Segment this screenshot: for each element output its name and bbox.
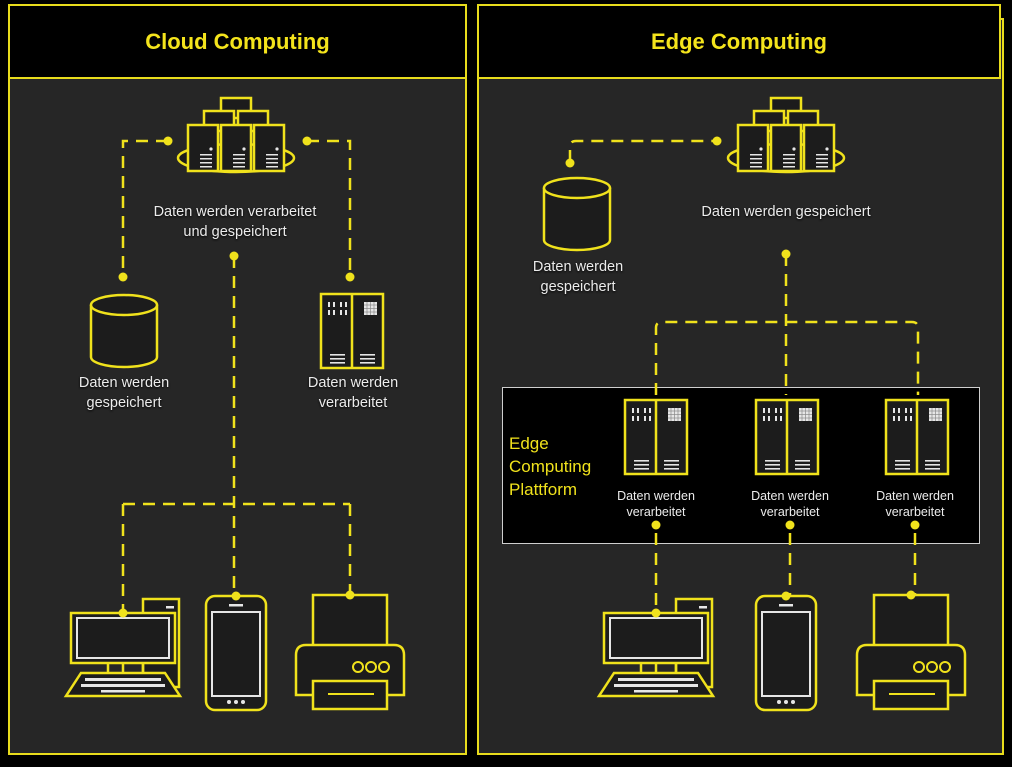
edge-printer-icon bbox=[855, 589, 967, 711]
cloud-storage-label: Daten werden gespeichert bbox=[64, 373, 184, 413]
label-line: Daten werden bbox=[751, 489, 829, 503]
cloud-desktop-computer-icon bbox=[64, 597, 182, 698]
label-line: verarbeitet bbox=[626, 505, 686, 519]
edge-title-text: Edge Computing bbox=[651, 28, 827, 54]
edge-connector-dots bbox=[565, 136, 920, 530]
cloud-title: Cloud Computing bbox=[8, 4, 467, 79]
label-line: Daten werden bbox=[307, 375, 399, 391]
cloud-server-cluster-icon bbox=[176, 96, 296, 174]
cloud-title-text: Cloud Computing bbox=[145, 28, 330, 54]
cloud-connector-dots bbox=[118, 136, 355, 282]
edge-platform-title: Edge Computing Plattform bbox=[509, 432, 591, 501]
connector-platform-bus bbox=[654, 320, 920, 395]
label-line: Daten werden bbox=[532, 259, 624, 275]
cloud-printer-icon bbox=[294, 589, 406, 711]
label-line: gespeichert bbox=[540, 279, 616, 295]
label-line: Plattform bbox=[509, 480, 578, 499]
cloud-processing-label: Daten werden verarbeitet bbox=[293, 373, 413, 413]
edge-storage-label: Daten werden gespeichert bbox=[518, 257, 638, 297]
cloud-smartphone-icon bbox=[204, 590, 268, 712]
edge-rack-server-icon-3 bbox=[884, 398, 950, 476]
label-line: Daten werden bbox=[876, 489, 954, 503]
edge-node-label-1: Daten werden verarbeitet bbox=[596, 488, 716, 520]
edge-smartphone-icon bbox=[754, 590, 818, 712]
label-line: verarbeitet bbox=[885, 505, 945, 519]
edge-title: Edge Computing bbox=[477, 4, 1001, 79]
label-line: verarbeitet bbox=[318, 395, 388, 411]
edge-database-icon bbox=[542, 176, 612, 252]
connector-cluster-to-storage bbox=[568, 139, 717, 162]
cloud-cluster-label: Daten werden verarbeitet und gespeichert bbox=[130, 202, 340, 242]
label-line: Daten werden gespeichert bbox=[701, 204, 871, 220]
edge-node-label-3: Daten werden verarbeitet bbox=[855, 488, 975, 520]
edge-desktop-computer-icon bbox=[597, 597, 715, 698]
cloud-connectors bbox=[121, 139, 352, 613]
cloud-rack-server-icon bbox=[319, 292, 385, 370]
edge-connectors bbox=[568, 139, 920, 612]
edge-rack-server-icon-1 bbox=[623, 398, 689, 476]
edge-cluster-label: Daten werden gespeichert bbox=[676, 202, 896, 222]
label-line: verarbeitet bbox=[760, 505, 820, 519]
cloud-database-icon bbox=[89, 293, 159, 369]
label-line: Edge bbox=[509, 434, 549, 453]
edge-rack-server-icon-2 bbox=[754, 398, 820, 476]
label-line: Computing bbox=[509, 457, 592, 476]
edge-server-cluster-icon bbox=[726, 96, 846, 174]
label-line: Daten werden bbox=[617, 489, 695, 503]
label-line: und gespeichert bbox=[183, 224, 287, 240]
connector-cluster-to-storage bbox=[121, 139, 168, 277]
connector-cluster-to-processing bbox=[307, 139, 352, 277]
label-line: Daten werden verarbeitet bbox=[153, 204, 317, 220]
label-line: gespeichert bbox=[86, 395, 162, 411]
edge-node-label-2: Daten werden verarbeitet bbox=[730, 488, 850, 520]
label-line: Daten werden bbox=[78, 375, 170, 391]
